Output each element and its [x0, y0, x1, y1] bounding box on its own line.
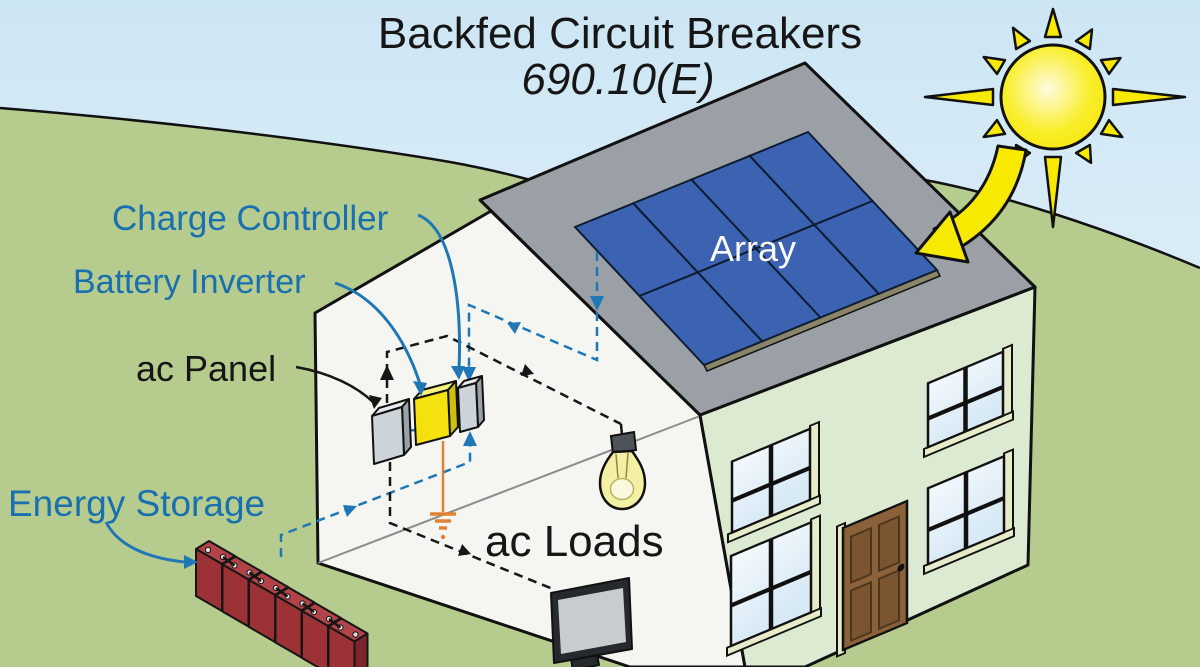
sun-arrowhead-icon — [914, 210, 970, 264]
arrow-up-icon — [463, 431, 477, 446]
arrow-right-icon — [521, 364, 534, 376]
bulb-socket — [609, 430, 638, 456]
array-label: Array — [710, 228, 796, 269]
battery-inverter-box — [413, 380, 459, 446]
charge-controller-box — [457, 375, 485, 433]
equipment — [371, 375, 485, 465]
wall-openings — [726, 343, 1015, 658]
energy-storage-pointer — [104, 521, 185, 564]
door-knob — [897, 563, 905, 572]
energy-storage-label: Energy Storage — [8, 483, 265, 524]
arrow-down-icon — [451, 366, 465, 380]
tv — [550, 577, 633, 667]
wall-floor-edge — [317, 415, 701, 564]
ac-wire-tv — [388, 462, 554, 591]
ac-panel-label: ac Panel — [136, 348, 276, 389]
solar-array: Array — [573, 130, 942, 372]
light-bulb — [598, 430, 647, 511]
battery-wire — [279, 433, 472, 557]
windows — [726, 343, 1015, 658]
sun-rays-icon — [923, 7, 1187, 229]
front-door — [836, 499, 909, 658]
arrow-up-icon — [380, 365, 394, 380]
sun-icon — [999, 43, 1107, 151]
arrow-down-icon — [369, 395, 382, 409]
sun — [923, 7, 1187, 229]
callouts: Charge Controller Battery Inverter ac Pa… — [8, 199, 664, 569]
page-title-line2: 690.10(E) — [521, 55, 714, 104]
ground-symbol-icon — [430, 512, 456, 540]
arrow-upright-icon — [343, 505, 357, 517]
arrow-down-icon — [590, 296, 604, 311]
arrow-left-icon — [507, 322, 521, 334]
ac-panel-pointer — [295, 365, 374, 403]
battery-inverter-label: Battery Inverter — [73, 263, 305, 301]
title: Backfed Circuit Breakers 690.10(E) — [378, 9, 862, 104]
charge-controller-pointer — [417, 213, 461, 371]
charge-controller-label: Charge Controller — [112, 199, 389, 238]
array-panels — [573, 130, 939, 367]
wiring — [279, 252, 624, 591]
arrow-down-icon — [462, 367, 476, 382]
ac-panel-box — [371, 398, 412, 465]
ac-wire-lighting — [385, 334, 622, 426]
tv-screen — [558, 588, 626, 654]
arrow-right-icon — [458, 544, 471, 556]
battery-bank — [195, 540, 369, 667]
sun-arrow — [914, 144, 1028, 264]
page-title-line1: Backfed Circuit Breakers — [378, 9, 862, 58]
arrow-right-icon — [184, 555, 198, 569]
house: Array — [313, 61, 1037, 667]
battery-inverter-pointer — [334, 281, 422, 385]
arrow-down-icon — [413, 381, 427, 396]
ac-loads-label: ac Loads — [485, 517, 664, 566]
